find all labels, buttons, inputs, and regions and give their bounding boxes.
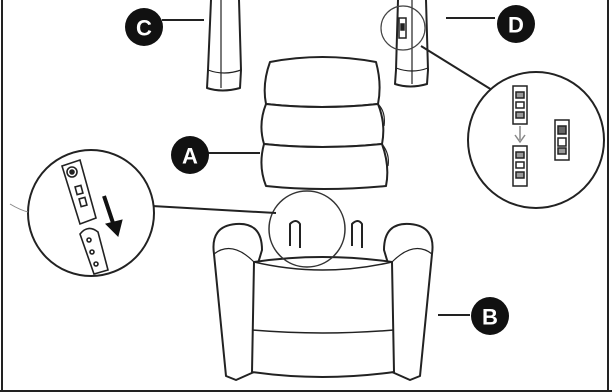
detail-circle-d xyxy=(468,72,604,208)
zoom-connector-d xyxy=(421,46,492,90)
part-c-side-panel xyxy=(207,0,241,91)
part-d-side-panel xyxy=(395,0,428,87)
detail-circle-insert xyxy=(10,150,154,276)
badge-a-label: A xyxy=(182,144,198,169)
badge-a: A xyxy=(171,136,209,174)
badge-c: C xyxy=(125,8,163,46)
badge-b-label: B xyxy=(482,305,498,330)
part-b-chair-base xyxy=(213,221,432,380)
badge-b: B xyxy=(471,297,509,335)
part-d-bracket-slot xyxy=(399,18,406,38)
badge-d: D xyxy=(497,5,535,43)
magnify-circle-b xyxy=(269,191,345,267)
badge-d-label: D xyxy=(508,13,524,38)
zoom-connector-b xyxy=(152,206,276,213)
badge-c-label: C xyxy=(136,16,152,41)
part-a-backrest xyxy=(261,57,388,189)
